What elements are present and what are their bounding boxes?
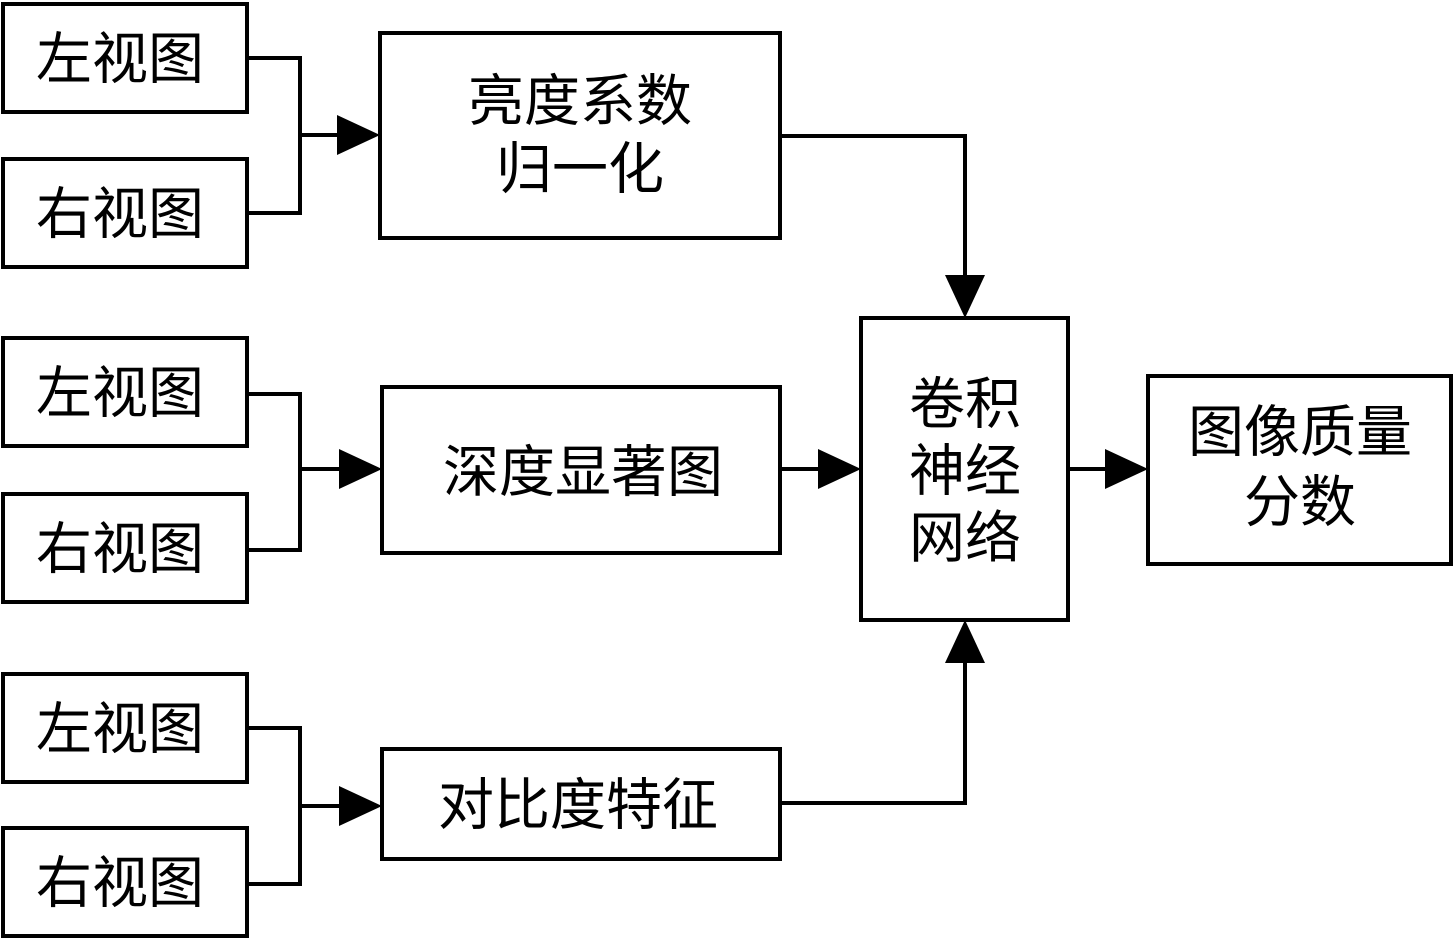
input-left-view-3-label: 左视图: [36, 698, 204, 763]
connector-contrast-to-cnn: [780, 620, 985, 805]
input-right-view-3-label: 右视图: [36, 852, 204, 917]
quality-score-line-1: 图像质量: [1188, 401, 1412, 466]
depth-saliency-box: 深度显著图: [380, 385, 782, 555]
luminance-normalization-line-2: 归一化: [496, 138, 664, 203]
contrast-feature-label: 对比度特征: [438, 774, 718, 839]
input-left-view-1-label: 左视图: [36, 28, 204, 93]
arrow-head-cnn-left: [818, 449, 861, 489]
luminance-normalization-box: 亮度系数 归一化: [378, 31, 782, 240]
arrow-head-luminance: [337, 115, 380, 155]
input-right-view-2-label: 右视图: [36, 518, 204, 583]
input-left-view-2-label: 左视图: [36, 362, 204, 427]
connector-group-2: [247, 392, 382, 552]
quality-score-box: 图像质量 分数: [1146, 374, 1453, 566]
input-left-view-2: 左视图: [1, 336, 249, 448]
connector-luminance-to-cnn: [780, 134, 985, 318]
arrow-head-cnn-top: [945, 275, 985, 318]
input-right-view-1-label: 右视图: [36, 183, 204, 248]
luminance-normalization-line-1: 亮度系数: [468, 70, 692, 135]
quality-score-line-2: 分数: [1244, 471, 1356, 536]
cnn-line-3: 网络: [909, 507, 1021, 572]
arrow-head-output: [1105, 449, 1148, 489]
connector-depth-to-cnn: [780, 449, 861, 489]
input-right-view-1: 右视图: [1, 157, 249, 269]
cnn-line-1: 卷积: [909, 373, 1021, 438]
depth-saliency-label: 深度显著图: [443, 441, 723, 506]
input-left-view-1: 左视图: [1, 2, 249, 114]
cnn-line-2: 神经: [909, 440, 1021, 505]
input-right-view-3: 右视图: [1, 826, 249, 938]
arrow-head-depth: [339, 449, 382, 489]
cnn-box: 卷积 神经 网络: [859, 316, 1070, 622]
connector-cnn-to-output: [1068, 449, 1148, 489]
input-left-view-3: 左视图: [1, 672, 249, 784]
input-right-view-2: 右视图: [1, 492, 249, 604]
arrow-head-cnn-bottom: [945, 620, 985, 663]
arrow-head-contrast: [339, 786, 382, 826]
connector-group-1: [247, 56, 380, 215]
connector-group-3: [247, 726, 382, 886]
contrast-feature-box: 对比度特征: [380, 747, 782, 861]
